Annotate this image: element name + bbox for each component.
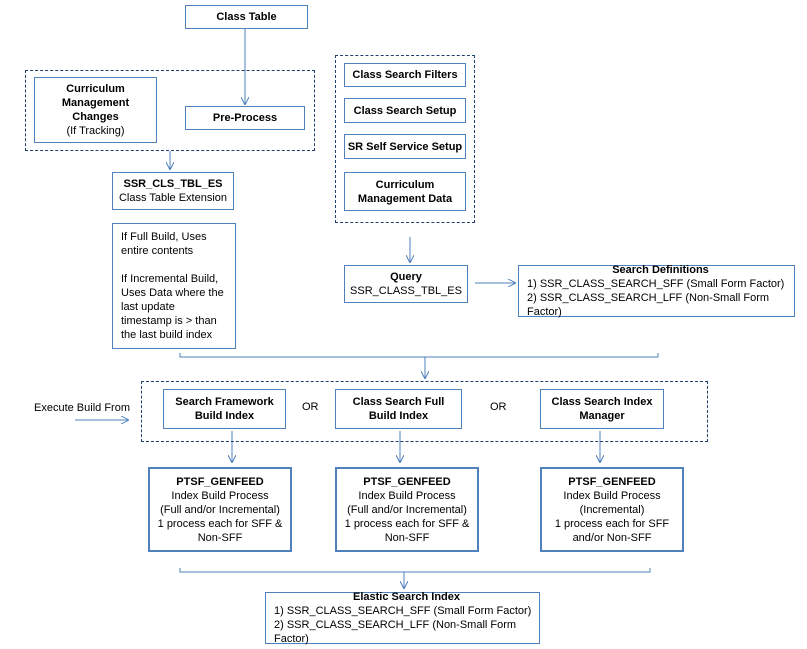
cm-preprocess-group <box>25 70 315 151</box>
genfeed-box-2: PTSF_GENFEED Index Build Process (Full a… <box>335 467 479 552</box>
genfeed-3-line-2: (Incremental) <box>579 503 645 516</box>
class-search-filters-label: Class Search Filters <box>352 69 458 81</box>
cm-changes-title-2: Management <box>61 97 130 109</box>
query-box: Query SSR_CLASS_TBL_ES <box>344 265 468 303</box>
build-note-line-1: If Full Build, Uses <box>121 231 207 243</box>
build-note-box: If Full Build, Uses entire contents If I… <box>112 223 236 349</box>
sf-build-index-box: Search Framework Build Index <box>163 389 286 429</box>
genfeed-3-line-1: Index Build Process <box>563 489 661 502</box>
build-note-line-7: the last build index <box>121 329 213 341</box>
elastic-item-2: 2) SSR_CLASS_SEARCH_LFF (Non-Small Form … <box>274 619 517 645</box>
cs-full-build-box: Class Search Full Build Index <box>335 389 462 429</box>
class-search-filters-box: Class Search Filters <box>344 63 466 87</box>
class-table-box: Class Table <box>185 5 308 29</box>
cs-index-manager-line-1: Class Search Index <box>551 396 653 408</box>
execute-build-label: Execute Build From <box>34 402 130 414</box>
class-table-label: Class Table <box>216 11 277 23</box>
cm-data-box: Curriculum Management Data <box>344 172 466 211</box>
query-sub: SSR_CLASS_TBL_ES <box>350 285 462 297</box>
sf-build-index-line-1: Search Framework <box>175 396 274 408</box>
elastic-item-1: 1) SSR_CLASS_SEARCH_SFF (Small Form Fact… <box>274 605 532 617</box>
elastic-search-index-box: Elastic Search Index 1) SSR_CLASS_SEARCH… <box>265 591 540 645</box>
genfeed-1-title: PTSF_GENFEED <box>176 475 264 488</box>
build-note-line-4: Uses Data where the <box>121 287 224 299</box>
sr-self-service-label: SR Self Service Setup <box>347 140 463 153</box>
search-definitions-item-1: 1) SSR_CLASS_SEARCH_SFF (Small Form Fact… <box>527 278 785 290</box>
build-note-line-2: entire contents <box>121 245 194 257</box>
genfeed-1-line-3: 1 process each for SFF & <box>157 517 283 530</box>
cm-changes-box: Curriculum Management Changes (If Tracki… <box>34 77 157 143</box>
genfeed-2-line-4: Non-SFF <box>384 531 430 544</box>
cs-full-build-line-2: Build Index <box>368 410 429 422</box>
genfeed-2-line-2: (Full and/or Incremental) <box>347 503 467 516</box>
search-definitions-box: Search Definitions 1) SSR_CLASS_SEARCH_S… <box>518 264 795 318</box>
genfeed-2-line-1: Index Build Process <box>358 489 456 502</box>
class-search-setup-label: Class Search Setup <box>353 104 457 117</box>
genfeed-1-line-2: (Full and/or Incremental) <box>160 503 280 516</box>
class-search-setup-box: Class Search Setup <box>344 98 466 123</box>
cm-changes-title-1: Curriculum <box>66 83 125 95</box>
cs-index-manager-box: Class Search Index Manager <box>540 389 664 429</box>
elastic-title: Elastic Search Index <box>353 591 460 603</box>
ssr-cls-sub: Class Table Extension <box>118 192 228 204</box>
build-note-line-5: last update <box>121 301 175 313</box>
query-title: Query <box>390 271 422 283</box>
cm-data-line-2: Management Data <box>357 192 453 205</box>
search-definitions-item-2: 2) SSR_CLASS_SEARCH_LFF (Non-Small Form … <box>527 292 770 318</box>
genfeed-3-line-3: 1 process each for SFF <box>554 517 670 530</box>
setup-group <box>335 55 475 223</box>
preprocess-box: Pre-Process <box>185 106 305 130</box>
genfeed-1-line-1: Index Build Process <box>171 489 269 502</box>
sf-build-index-line-2: Build Index <box>194 410 255 422</box>
bracket-to-build <box>179 353 659 358</box>
genfeed-3-title: PTSF_GENFEED <box>568 475 656 488</box>
build-note-line-6: timestamp is > than <box>121 315 217 327</box>
build-options-group <box>141 381 708 442</box>
cm-data-line-1: Curriculum <box>375 178 435 191</box>
build-note-line-3: If Incremental Build, <box>121 273 219 285</box>
cm-changes-title-3: Changes <box>72 111 119 123</box>
genfeed-box-1: PTSF_GENFEED Index Build Process (Full a… <box>148 467 292 552</box>
ssr-cls-title: SSR_CLS_TBL_ES <box>123 178 223 190</box>
bracket-to-elastic <box>179 568 651 573</box>
cs-index-manager-line-2: Manager <box>579 410 625 422</box>
search-definitions-title: Search Definitions <box>612 264 709 276</box>
genfeed-1-line-4: Non-SFF <box>197 531 243 544</box>
sr-self-service-box: SR Self Service Setup <box>344 134 466 159</box>
ssr-cls-box: SSR_CLS_TBL_ES Class Table Extension <box>112 172 234 210</box>
genfeed-2-line-3: 1 process each for SFF & <box>344 517 470 530</box>
genfeed-3-line-4: and/or Non-SFF <box>572 531 652 544</box>
cm-changes-sub: (If Tracking) <box>66 125 125 137</box>
genfeed-box-3: PTSF_GENFEED Index Build Process (Increm… <box>540 467 684 552</box>
preprocess-label: Pre-Process <box>212 112 278 124</box>
or-label-2: OR <box>490 401 507 413</box>
cs-full-build-line-1: Class Search Full <box>352 396 445 408</box>
genfeed-2-title: PTSF_GENFEED <box>363 475 451 488</box>
or-label-1: OR <box>302 401 319 413</box>
